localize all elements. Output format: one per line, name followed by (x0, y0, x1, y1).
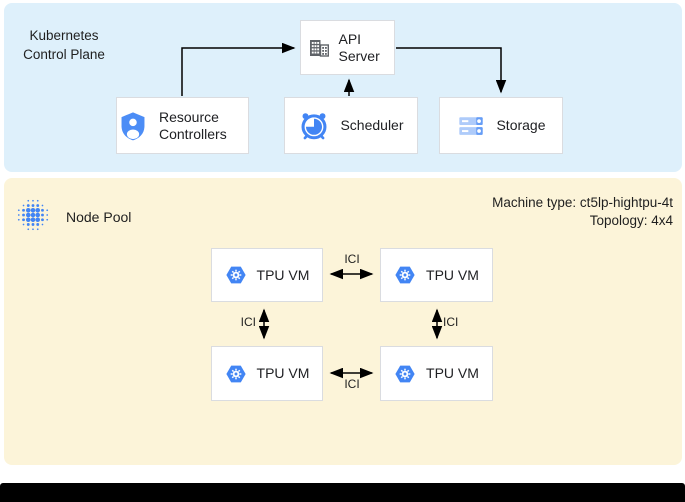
hexagon-gear-icon (225, 266, 246, 284)
ici-label: ICI (344, 377, 360, 391)
api-server-label: API Server (338, 30, 380, 64)
tpu-vm-box-bottom-right: TPU VM (380, 346, 493, 401)
tpu-vm-label: TPU VM (256, 365, 310, 381)
ici-label: ICI (443, 315, 459, 329)
tpu-vm-box-top-left: TPU VM (211, 248, 323, 302)
tpu-vm-label: TPU VM (256, 266, 310, 283)
hexagon-gear-icon (395, 365, 415, 382)
hexagon-gear-icon (395, 266, 415, 284)
tpu-vm-label: TPU VM (426, 266, 479, 283)
shield-user-icon (121, 111, 145, 140)
tpu-vm-box-top-right: TPU VM (380, 248, 493, 302)
topology-text: Topology: 4x4 (589, 213, 673, 228)
machine-info: Machine type: ct5lp-hightpu-4t Topology:… (492, 194, 673, 230)
hexagon-gear-icon (225, 365, 246, 382)
node-pool-title: Node Pool (66, 209, 132, 225)
scheduler-box: Scheduler (284, 97, 418, 154)
control-plane-title: Kubernetes Control Plane (23, 28, 105, 62)
machine-type-text: Machine type: ct5lp-hightpu-4t (492, 195, 673, 210)
tpu-vm-label: TPU VM (426, 365, 479, 381)
node-pool-panel (4, 178, 682, 465)
ici-label: ICI (240, 315, 256, 329)
storage-box: Storage (439, 97, 563, 154)
storage-label: Storage (496, 117, 546, 133)
alarm-clock-icon (302, 112, 327, 139)
scheduler-label: Scheduler (340, 117, 404, 133)
ici-label: ICI (344, 252, 360, 266)
resource-controllers-box: Resource Controllers (116, 97, 249, 154)
tpu-vm-box-bottom-left: TPU VM (211, 346, 323, 401)
resource-controllers-label: Resource Controllers (159, 108, 227, 142)
storage-stack-icon (459, 116, 484, 135)
window-bottom-bar (0, 483, 685, 502)
api-server-box: API Server (300, 20, 395, 75)
building-icon (309, 39, 329, 57)
dot-grid-icon (17, 199, 49, 231)
